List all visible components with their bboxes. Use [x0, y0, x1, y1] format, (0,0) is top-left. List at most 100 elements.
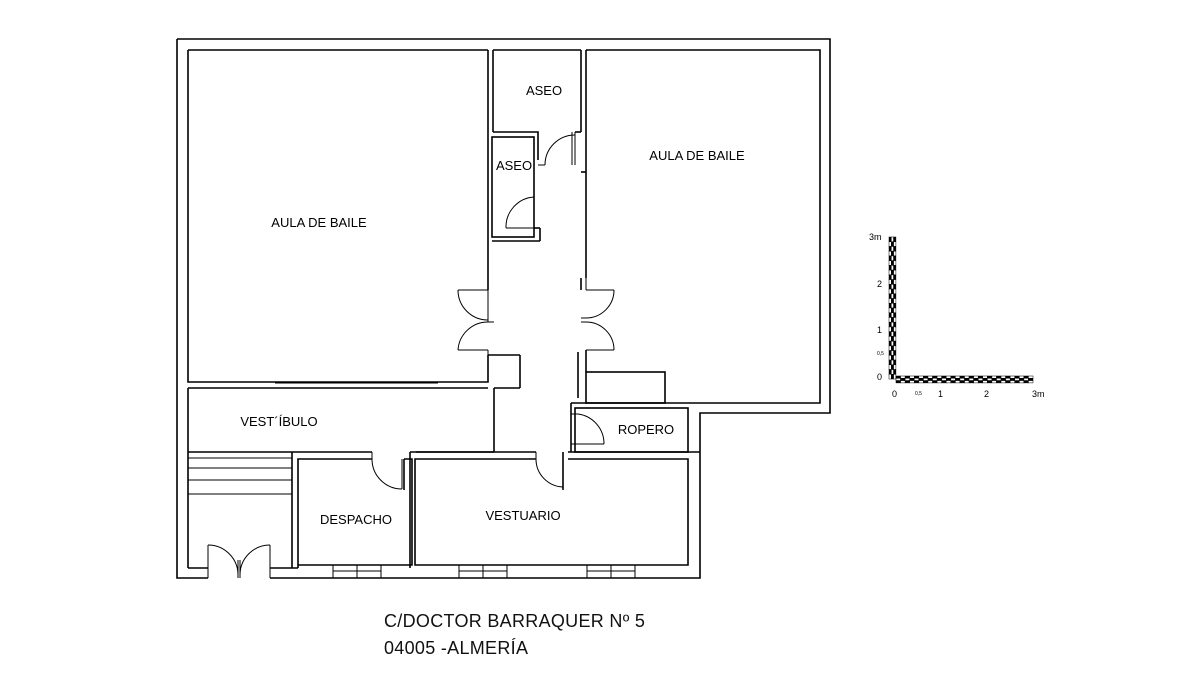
scale-bar-cell: [888, 279, 892, 285]
scale-bar-cell: [923, 378, 929, 381]
scale-bar-cell: [888, 336, 892, 342]
scale-bar-cell: [888, 269, 892, 276]
scale-bar-cell: [893, 340, 897, 347]
scale-bar-cell: [914, 380, 920, 384]
scale-bar-cell: [893, 331, 897, 337]
scale-bar-cell: [891, 312, 894, 318]
scale-bar-cell: [982, 378, 988, 381]
scale-bar-cell: [987, 378, 993, 381]
scale-bar-cell: [893, 317, 897, 323]
room-label-ropero: ROPERO: [618, 422, 674, 437]
scale-bar-cell: [1019, 378, 1025, 381]
scale-bar-cell: [891, 274, 894, 280]
scale-bar-cell: [923, 380, 929, 384]
scale-bar-cell: [914, 378, 920, 381]
scale-bar-cell: [1014, 380, 1020, 384]
aula-right-walls: [577, 49, 821, 404]
scale-bar-cell: [968, 380, 974, 384]
scale-bar-cell: [987, 375, 993, 379]
scale-bar-cell: [996, 375, 1002, 379]
scale-bar-cell: [891, 298, 894, 304]
scale-bar-cell: [888, 355, 892, 361]
scale-bar-cell: [955, 375, 961, 379]
scale-bar-cell: [932, 375, 938, 379]
scale-bar-cell: [895, 378, 901, 381]
scale-bar-cell: [982, 380, 988, 384]
scale-bar-cell: [891, 336, 894, 342]
scale-bar-cell: [888, 312, 892, 318]
scale-bar-cell: [909, 378, 915, 381]
scale-bar-cell: [932, 378, 938, 381]
scale-bar-cell: [964, 378, 970, 381]
scale-h-tick-1: 1: [938, 389, 943, 399]
scale-bar-cell: [1019, 380, 1025, 384]
scale-bar-cell: [941, 380, 947, 384]
scale-bar-cell: [991, 375, 997, 379]
scale-bar-cell: [936, 378, 942, 381]
scale-bar-cell: [891, 340, 894, 347]
scale-bar-cell: [891, 350, 894, 356]
scale-bar-cell: [968, 375, 974, 379]
scale-bar-cell: [964, 380, 970, 384]
despacho-walls: [297, 452, 413, 568]
scale-bar-cell: [891, 260, 894, 266]
scale-h-tick-05: 0,5: [915, 391, 922, 397]
scale-v-tick-0: 0: [877, 372, 882, 382]
scale-bar-cell: [888, 317, 892, 323]
scale-bar-cell: [893, 269, 897, 276]
scale-bar-cell: [888, 246, 892, 252]
scale-bar-cell: [888, 345, 892, 351]
scale-bar-cell: [888, 236, 892, 242]
scale-bar-cell: [955, 380, 961, 384]
scale-bar-cell: [927, 380, 933, 384]
scale-bar-cell: [891, 288, 894, 295]
scale-bar-cell: [891, 303, 894, 309]
scale-bar-cell: [893, 298, 897, 304]
scale-bar-cell: [977, 380, 984, 384]
scale-bar-cell: [893, 326, 897, 332]
scale-bar-cell: [950, 375, 956, 379]
scale-bar-cell: [932, 380, 938, 384]
scale-bar-cell: [923, 375, 929, 379]
scale-bar-cell: [891, 345, 894, 351]
room-label-aula-right: AULA DE BAILE: [649, 148, 745, 163]
scale-bar-cell: [904, 380, 910, 384]
scale-bar-cell: [945, 375, 952, 379]
scale-bar-cell: [888, 350, 892, 356]
scale-v-tick-3m: 3m: [869, 232, 882, 242]
scale-bar-cell: [936, 380, 942, 384]
scale-bar-cell: [1000, 375, 1006, 379]
scale-bar-cell: [987, 380, 993, 384]
scale-bar-cell: [888, 321, 892, 328]
scale-bar-cell: [1028, 378, 1034, 381]
scale-bar: 3m 2 1 0,5 0 0 0,5 1 2 3m: [869, 232, 1045, 399]
scale-bar-cell: [1023, 375, 1029, 379]
scale-v-tick-2: 2: [877, 279, 882, 289]
scale-bar-cell: [1014, 378, 1020, 381]
scale-bar-cell: [888, 255, 892, 261]
scale-bar-cell: [936, 375, 942, 379]
scale-bar-cell: [959, 380, 965, 384]
scale-bar-cell: [904, 375, 910, 379]
scale-bar-cell: [945, 380, 952, 384]
scale-bar-cell: [1023, 380, 1029, 384]
scale-bar-cell: [918, 380, 924, 384]
scale-bar-cell: [893, 255, 897, 261]
scale-bar-cell: [888, 340, 892, 347]
scale-bar-vertical: [888, 236, 897, 380]
room-label-aseo-top: ASEO: [526, 83, 562, 98]
scale-bar-cell: [888, 241, 892, 247]
scale-bar-cell: [893, 293, 897, 299]
scale-bar-cell: [904, 378, 910, 381]
scale-bar-cell: [1000, 378, 1006, 381]
scale-bar-cell: [891, 250, 894, 257]
scale-bar-cell: [891, 269, 894, 276]
scale-bar-cell: [893, 284, 897, 290]
scale-bar-cell: [891, 241, 894, 247]
scale-bar-cell: [893, 236, 897, 242]
scale-bar-cell: [893, 364, 897, 370]
scale-v-tick-1: 1: [877, 325, 882, 335]
vestibulo-walls: [188, 451, 494, 568]
scale-bar-cell: [991, 380, 997, 384]
scale-bar-cell: [888, 326, 892, 332]
